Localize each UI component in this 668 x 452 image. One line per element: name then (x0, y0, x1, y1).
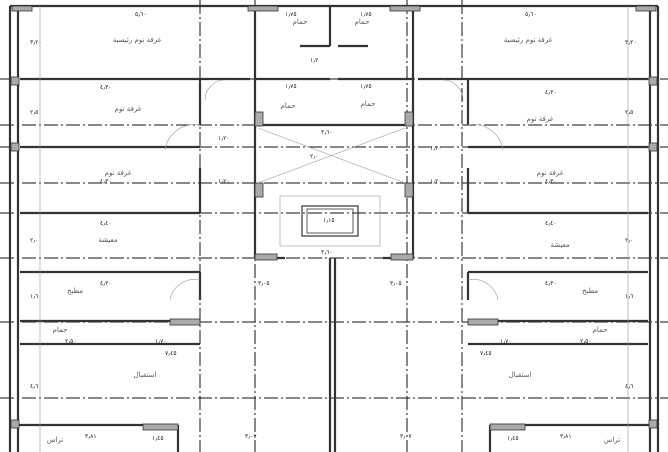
dim-hall-right: ٣٫٠٥ (390, 280, 402, 287)
dim-master-depth-left: ٣٫٢٠ (30, 39, 42, 46)
dim-kitchen-depth-left: ١٫٦ (30, 293, 38, 300)
dim-bedroom-left: ٤٫٣٠ (100, 84, 112, 91)
dim-reception-right: ٧٫٤٥ (480, 350, 492, 357)
dim-kitchen-right: ٤٫٣٠ (545, 280, 557, 287)
dim-living-depth-right: ٢٫٠ (625, 237, 633, 244)
dim-corridor-right-2: ١٫٢٠ (430, 178, 442, 185)
dim-bedroom-right: ٤٫٣٠ (545, 89, 557, 96)
dim-bath-center-1: ١٫٧٥ (285, 11, 297, 18)
dim-corridor-left-1: ١٫٢٠ (218, 135, 230, 142)
label-bath-center-3: حمام (281, 102, 296, 110)
dim-kitchen-depth-right: ١٫٦ (625, 293, 633, 300)
dim-living-right: ٤٫٤٠ (545, 220, 557, 227)
dim-corridor-left-2: ١٫٢٠ (218, 178, 230, 185)
dim-stair-depth: ٢٫٠ (310, 153, 318, 160)
label-reception-left: استقبال (134, 371, 157, 379)
dim-bath-depth-center: ١٫٢ (310, 57, 318, 64)
label-bedroom-left-2: غرفة نوم (105, 169, 132, 177)
dim-master-right: ٥٫٦٠ (525, 11, 537, 18)
dim-kitchen-left: ٤٫٣٠ (100, 280, 112, 287)
label-bedroom-left-1: غرفة نوم (115, 105, 142, 113)
label-kitchen-right: مطبخ (582, 287, 598, 295)
dim-reception-depth-right: ٤٫٦ (625, 383, 633, 390)
dim-bedroom2-right: ٤٫٣٠ (545, 178, 557, 185)
dim-reception-left: ٧٫٤٥ (165, 350, 177, 357)
label-terrace-left: تراس (47, 436, 63, 444)
dim-bedroom-depth-right: ٢٫٥ (625, 109, 633, 116)
label-terrace-right: تراس (604, 436, 620, 444)
label-bath-center-4: حمام (361, 100, 376, 108)
label-bathroom-left: حمام (53, 326, 68, 334)
dim-terrace-depth-right: ١٫٤٥ (507, 435, 519, 442)
label-master-bedroom-right: غرفة نوم رئيسية (504, 36, 553, 44)
dim-reception-depth-left: ٤٫٦ (30, 383, 38, 390)
dim-terrace-left: ٣٫٨١ (85, 433, 97, 440)
dim-bedroom2-left: ٤٫٣٠ (100, 178, 112, 185)
dim-stair-bottom: ٣٫٦٠ (321, 249, 333, 256)
dim-master-depth-right: ٣٫٢٠ (625, 39, 637, 46)
dim-terrace-right: ٣٫٨١ (560, 433, 572, 440)
dim-bath-center-4: ١٫٧٥ (360, 83, 372, 90)
dim-hall-left: ٣٫٠٥ (258, 280, 270, 287)
stair-core (257, 6, 406, 452)
label-reception-right: استقبال (509, 371, 532, 379)
dim-hall-bottom-right: ٣٫٠٧ (400, 433, 412, 440)
dim-hall-bottom-left: ٣٫٠٧ (245, 433, 257, 440)
room-labels: غرفة نوم رئيسية غرفة نوم رئيسية غرفة نوم… (47, 18, 620, 444)
label-master-bedroom-left: غرفة نوم رئيسية (113, 36, 162, 44)
dim-terrace-depth-left: ١٫٤٥ (152, 435, 164, 442)
label-living-left: معيشة (98, 236, 117, 244)
label-bedroom-right-2: غرفة نوم (537, 169, 564, 177)
label-bath-center-1: حمام (293, 18, 308, 26)
dim-bath-door-left: ١٫٧٠ (155, 338, 167, 345)
label-bathroom-right: حمام (593, 326, 608, 334)
label-bedroom-right-1: غرفة نوم (527, 115, 554, 123)
label-bath-center-2: حمام (355, 18, 370, 26)
dim-bath-center-2: ١٫٧٥ (360, 11, 372, 18)
dimension-labels: ٥٫٦٠ ٥٫٦٠ ٣٫٢٠ ٣٫٢٠ ٤٫٣٠ ٤٫٣٠ ٢٫٥ ٢٫٥ ٤٫… (30, 11, 637, 442)
dim-bath-door-right: ١٫٧٠ (500, 338, 512, 345)
dim-bath-right: ٢٫٥٠ (580, 338, 592, 345)
dim-master-left: ٥٫٦٠ (135, 11, 147, 18)
apartment-walls (8, 4, 334, 452)
dim-corridor-right-1: ١٫٢٠ (430, 145, 442, 152)
dim-bath-center-3: ١٫٧٥ (285, 83, 297, 90)
label-kitchen-left: مطبخ (67, 287, 83, 295)
dim-living-left: ٤٫٤٠ (100, 220, 112, 227)
dim-bath-left: ٢٫٥٠ (65, 338, 77, 345)
dim-living-depth-left: ٢٫٠ (30, 237, 38, 244)
dim-stair-top: ٣٫٦٠ (321, 129, 333, 136)
label-living-right: معيشة (550, 241, 569, 249)
dim-lift: ١٫١٥ (323, 217, 335, 224)
dim-bedroom-depth-left: ٢٫٥ (30, 109, 38, 116)
